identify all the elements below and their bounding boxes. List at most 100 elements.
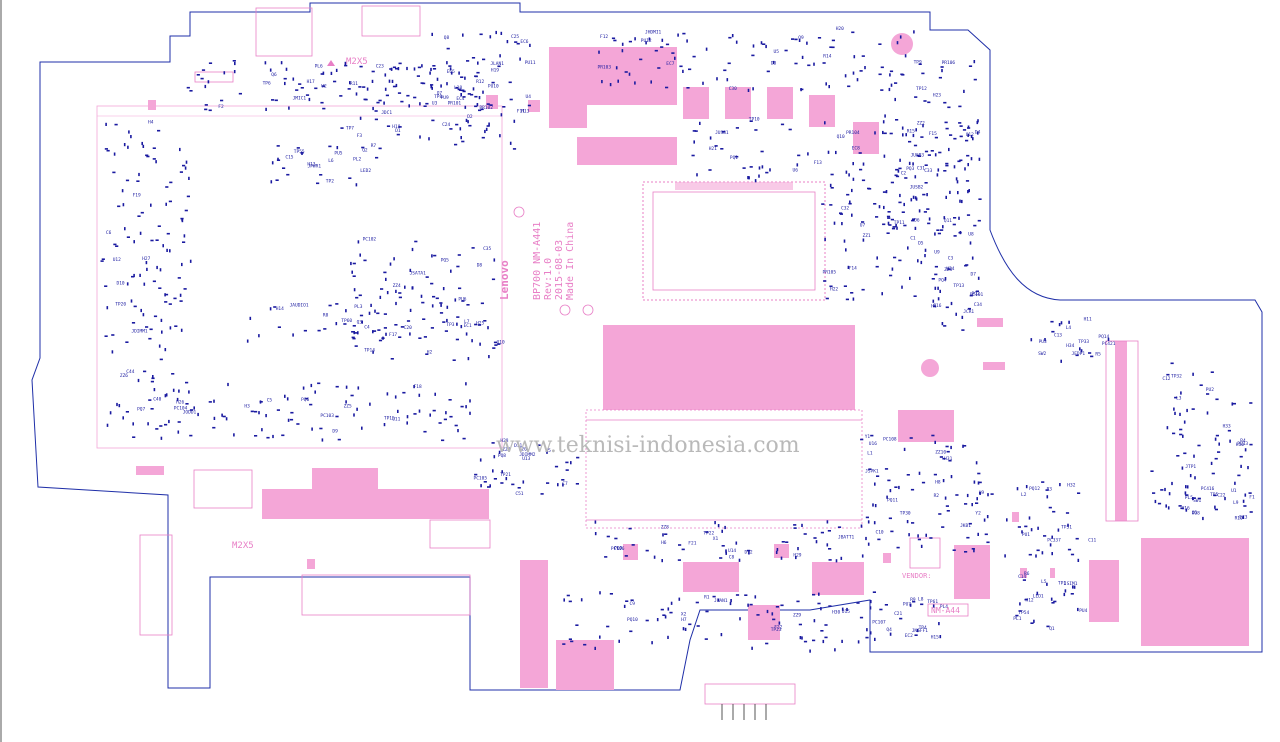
refdes-label: TP61 bbox=[927, 599, 938, 605]
smd-component bbox=[665, 43, 670, 46]
smd-component bbox=[1080, 349, 1083, 353]
smd-component bbox=[104, 335, 108, 337]
refdes-label: JLAN1 bbox=[490, 61, 504, 67]
smd-component bbox=[928, 217, 931, 221]
smd-component bbox=[462, 33, 464, 37]
smd-component bbox=[184, 166, 187, 170]
refdes-label: EC4 bbox=[456, 96, 464, 102]
smd-component bbox=[474, 323, 478, 326]
smd-component bbox=[335, 303, 339, 305]
smd-component bbox=[887, 211, 891, 213]
refdes-label: C31 bbox=[917, 165, 925, 171]
refdes-label: H28 bbox=[500, 438, 508, 444]
smd-component bbox=[1179, 433, 1183, 436]
smd-component bbox=[1192, 497, 1196, 499]
smd-component bbox=[1173, 407, 1175, 411]
smd-component bbox=[864, 66, 866, 70]
smd-component bbox=[1206, 411, 1209, 415]
smd-component bbox=[973, 224, 977, 227]
cpu-shield-pad bbox=[549, 47, 677, 105]
smd-component bbox=[845, 170, 848, 174]
refdes-label: PR102 bbox=[479, 105, 493, 111]
refdes-label: PU4 bbox=[1079, 608, 1087, 614]
smd-component bbox=[975, 461, 978, 465]
smd-component bbox=[825, 297, 829, 300]
smd-component bbox=[420, 294, 423, 298]
smd-component bbox=[492, 469, 494, 473]
smd-component bbox=[321, 438, 324, 442]
refdes-label: L6 bbox=[328, 158, 334, 164]
smd-component bbox=[446, 47, 450, 50]
smd-component bbox=[212, 426, 216, 429]
smd-component bbox=[793, 527, 797, 529]
smd-component bbox=[738, 558, 741, 562]
smd-component bbox=[594, 520, 597, 524]
smd-component bbox=[881, 292, 883, 296]
smd-component bbox=[474, 105, 478, 108]
refdes-label: JFAN1 bbox=[714, 598, 728, 604]
smd-component bbox=[477, 61, 479, 65]
smd-component bbox=[497, 343, 501, 345]
refdes-label: F12 bbox=[600, 34, 608, 40]
smd-component bbox=[464, 76, 466, 80]
refdes-label: PU1 bbox=[1022, 532, 1030, 538]
smd-component bbox=[966, 536, 970, 539]
smd-component bbox=[778, 621, 781, 625]
refdes-label: H5 bbox=[545, 448, 551, 454]
refdes-label: JMIC1 bbox=[293, 95, 307, 101]
smd-component bbox=[705, 531, 709, 533]
smd-component bbox=[977, 219, 981, 222]
smd-component bbox=[1224, 497, 1226, 501]
smd-component bbox=[932, 604, 935, 608]
smd-component bbox=[898, 485, 900, 490]
smd-component bbox=[708, 169, 712, 171]
smd-component bbox=[677, 33, 679, 37]
smd-component bbox=[389, 68, 393, 70]
refdes-label: ZZ5 bbox=[344, 403, 352, 409]
smd-component bbox=[493, 455, 496, 459]
smd-component bbox=[667, 607, 670, 611]
smd-component bbox=[213, 416, 216, 420]
small-pad-10 bbox=[1050, 568, 1055, 578]
smd-component bbox=[554, 465, 559, 468]
smd-component bbox=[965, 180, 970, 182]
smd-component bbox=[601, 80, 603, 84]
smd-component bbox=[540, 493, 544, 495]
smd-component bbox=[1068, 320, 1070, 324]
smd-component bbox=[844, 74, 847, 78]
smd-component bbox=[516, 42, 520, 45]
smd-component bbox=[356, 407, 358, 411]
smd-component bbox=[320, 73, 324, 75]
smd-component bbox=[492, 347, 496, 349]
smd-component bbox=[477, 324, 482, 326]
smd-component bbox=[1172, 432, 1176, 435]
smd-component bbox=[917, 534, 919, 538]
refdes-label: TP21 bbox=[500, 472, 511, 478]
refdes-label: PC105 bbox=[474, 476, 488, 482]
smd-component bbox=[702, 81, 704, 85]
connector-outlines bbox=[139, 5, 1139, 705]
refdes-label: TP55 bbox=[294, 149, 305, 155]
smd-component bbox=[943, 216, 946, 220]
smd-component bbox=[824, 237, 826, 241]
smd-component bbox=[899, 617, 903, 620]
smd-component bbox=[511, 483, 515, 486]
smd-component bbox=[719, 557, 723, 559]
smd-component bbox=[470, 93, 474, 96]
smd-component bbox=[382, 336, 384, 340]
smd-component bbox=[379, 295, 382, 299]
smd-component bbox=[939, 289, 941, 293]
refdes-label: Q10 bbox=[837, 134, 845, 140]
smd-component bbox=[343, 323, 347, 325]
refdes-label: TP12 bbox=[916, 86, 927, 92]
smd-component bbox=[432, 409, 436, 412]
smd-component bbox=[458, 287, 462, 290]
smd-component bbox=[1051, 552, 1053, 556]
refdes-label: R11 bbox=[350, 81, 358, 87]
smd-component bbox=[977, 481, 980, 485]
smd-component bbox=[227, 382, 229, 387]
smd-component bbox=[500, 113, 503, 117]
refdes-label: H2 bbox=[427, 350, 433, 356]
refdes-label: H15 bbox=[931, 635, 939, 641]
refdes-label: TP30 bbox=[900, 510, 911, 516]
